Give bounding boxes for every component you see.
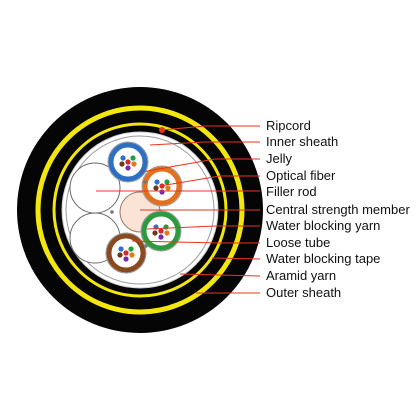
label-inner-sheath: Inner sheath xyxy=(266,134,338,149)
label-optical-fiber: Optical fiber xyxy=(266,168,336,183)
label-ripcord: Ripcord xyxy=(266,118,311,133)
optical-fiber-bundle xyxy=(117,246,135,262)
leader-line-loose-tube xyxy=(131,240,260,244)
loose-tube-blue xyxy=(107,141,149,183)
label-jelly: Jelly xyxy=(266,151,293,166)
label-water-blocking-tape: Water blocking tape xyxy=(266,251,380,266)
leader-line-water-blocking-tape xyxy=(211,257,261,260)
leader-line-inner-sheath xyxy=(149,141,260,146)
optical-fiber-bundle xyxy=(119,155,137,171)
leader-line-ripcord xyxy=(161,125,260,131)
optical-fiber-bundle xyxy=(153,179,171,195)
label-filler-rod: Filler rod xyxy=(266,184,317,199)
leader-line-water-blocking-yarn xyxy=(146,225,260,230)
water-blocking-yarn-dot xyxy=(110,210,114,214)
water-blocking-yarn-dot xyxy=(144,244,148,248)
label-water-blocking-yarn: Water blocking yarn xyxy=(266,218,380,233)
label-loose-tube: Loose tube xyxy=(266,235,330,250)
water-blocking-yarn-dot xyxy=(143,180,147,184)
label-outer-sheath: Outer sheath xyxy=(266,285,341,300)
leader-line-jelly xyxy=(141,158,260,173)
loose-tube-brown xyxy=(105,232,147,274)
leader-line-optical-fiber xyxy=(159,175,260,187)
label-aramid-yarn: Aramid yarn xyxy=(266,268,336,283)
leader-line-aramid-yarn xyxy=(179,273,261,277)
label-central-strength-member: Central strength member xyxy=(266,202,410,217)
optical-fiber-bundle xyxy=(152,224,170,240)
